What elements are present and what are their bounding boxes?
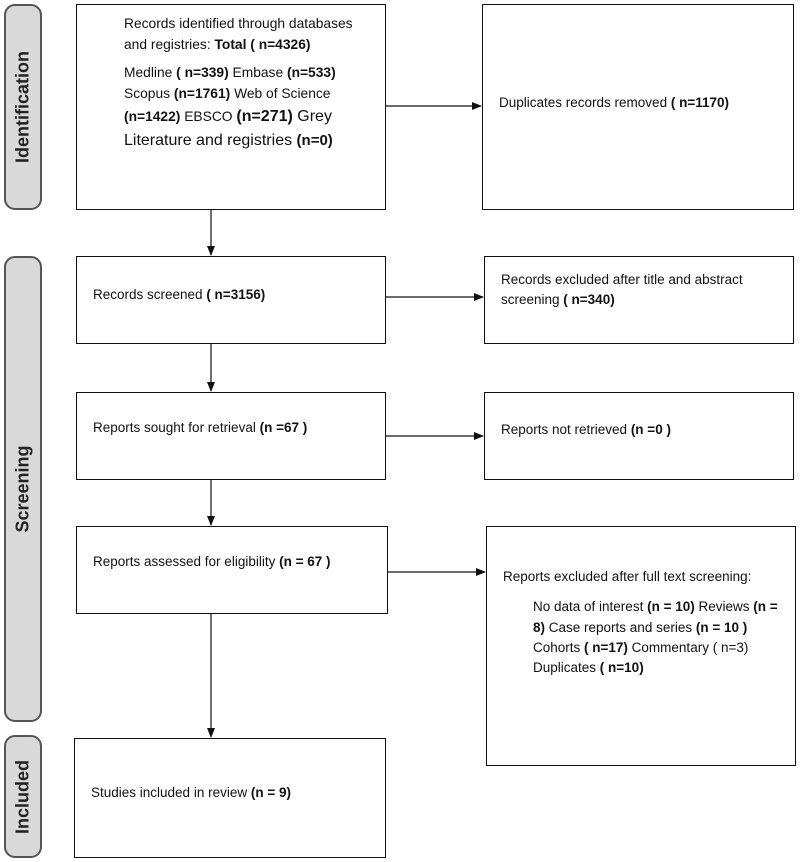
reason-cohorts-label: Cohorts [533, 639, 585, 655]
reason-commentary: Commentary ( n=3) [627, 639, 749, 655]
reports-assessed-text: Reports assessed for eligibility [93, 554, 280, 569]
reports-assessed-box: Reports assessed for eligibility (n = 67… [76, 526, 388, 614]
records-identified-box: Records identified through databases and… [76, 4, 386, 210]
records-identified-summary: Records identified through databases and… [124, 14, 375, 55]
records-identified-text: Records identified through databases and… [124, 16, 353, 52]
reports-assessed-count: (n = 67 ) [279, 554, 331, 569]
studies-included-count: (n = 9) [250, 785, 291, 800]
records-identified-sources: Medline ( n=339) Embase (n=533) Scopus (… [124, 63, 375, 152]
reports-not-retrieved-text: Reports not retrieved [501, 422, 631, 437]
excluded-full-text-heading: Reports excluded after full text screeni… [503, 569, 752, 584]
reason-duplicates-count: ( n=10) [599, 660, 644, 675]
reports-sought-box: Reports sought for retrieval (n =67 ) [76, 392, 386, 480]
studies-included-box: Studies included in review (n = 9) [74, 738, 386, 858]
source-medline-count: ( n=339) [176, 65, 229, 81]
records-screened-text: Records screened [93, 287, 207, 302]
reason-duplicates-label: Duplicates [533, 660, 600, 675]
phase-identification: Identification [4, 4, 42, 210]
reports-not-retrieved-box: Reports not retrieved (n =0 ) [484, 392, 794, 480]
reason-reviews-label: Reviews [694, 599, 754, 615]
records-screened-box: Records screened ( n=3156) [76, 256, 386, 344]
duplicates-removed-count: ( n=1170) [670, 95, 729, 110]
reason-reviews-count: (n = 8) [533, 599, 778, 635]
source-medline-label: Medline [124, 65, 177, 81]
reason-no-data-label: No data of interest [533, 599, 648, 615]
duplicates-removed-box: Duplicates records removed ( n=1170) [482, 4, 794, 210]
studies-included-text: Studies included in review [91, 785, 251, 800]
source-embase-label: Embase [228, 65, 287, 81]
excluded-full-text-reasons: No data of interest (n = 10) Reviews (n … [503, 597, 787, 678]
excluded-title-abstract-box: Records excluded after title and abstrac… [484, 256, 794, 344]
duplicates-removed-text: Duplicates records removed [499, 95, 671, 110]
reason-no-data-count: (n = 10) [647, 599, 695, 615]
reports-sought-text: Reports sought for retrieval [93, 420, 260, 435]
phase-screening: Screening [4, 256, 42, 722]
source-wos-count: (n=1422) [124, 108, 181, 124]
source-grey-count: (n=0) [296, 131, 333, 149]
source-embase-count: (n=533) [286, 65, 336, 81]
reason-case-reports-count: (n = 10 ) [695, 619, 748, 635]
excluded-full-text-box: Reports excluded after full text screeni… [486, 526, 796, 766]
excluded-title-abstract-count: ( n=340) [563, 292, 615, 308]
source-ebsco-label: EBSCO [180, 108, 237, 124]
reports-not-retrieved-count: (n =0 ) [630, 422, 671, 437]
reason-case-reports-label: Case reports and series [545, 619, 696, 635]
source-scopus-count: (n=1761) [173, 86, 231, 102]
phase-included: Included [4, 735, 42, 858]
source-grey-label: Grey Literature and registries [124, 107, 332, 149]
reason-cohorts-count: ( n=17) [584, 639, 628, 655]
source-scopus-label: Scopus [124, 86, 174, 102]
source-wos-label: Web of Science [230, 86, 331, 102]
excluded-title-abstract-text: Records excluded after title and abstrac… [501, 272, 743, 308]
reports-sought-count: (n =67 ) [259, 420, 308, 435]
records-identified-total: Total ( n=4326) [214, 36, 311, 52]
records-screened-count: ( n=3156) [206, 287, 266, 302]
source-ebsco-count: (n=271) [236, 107, 293, 125]
